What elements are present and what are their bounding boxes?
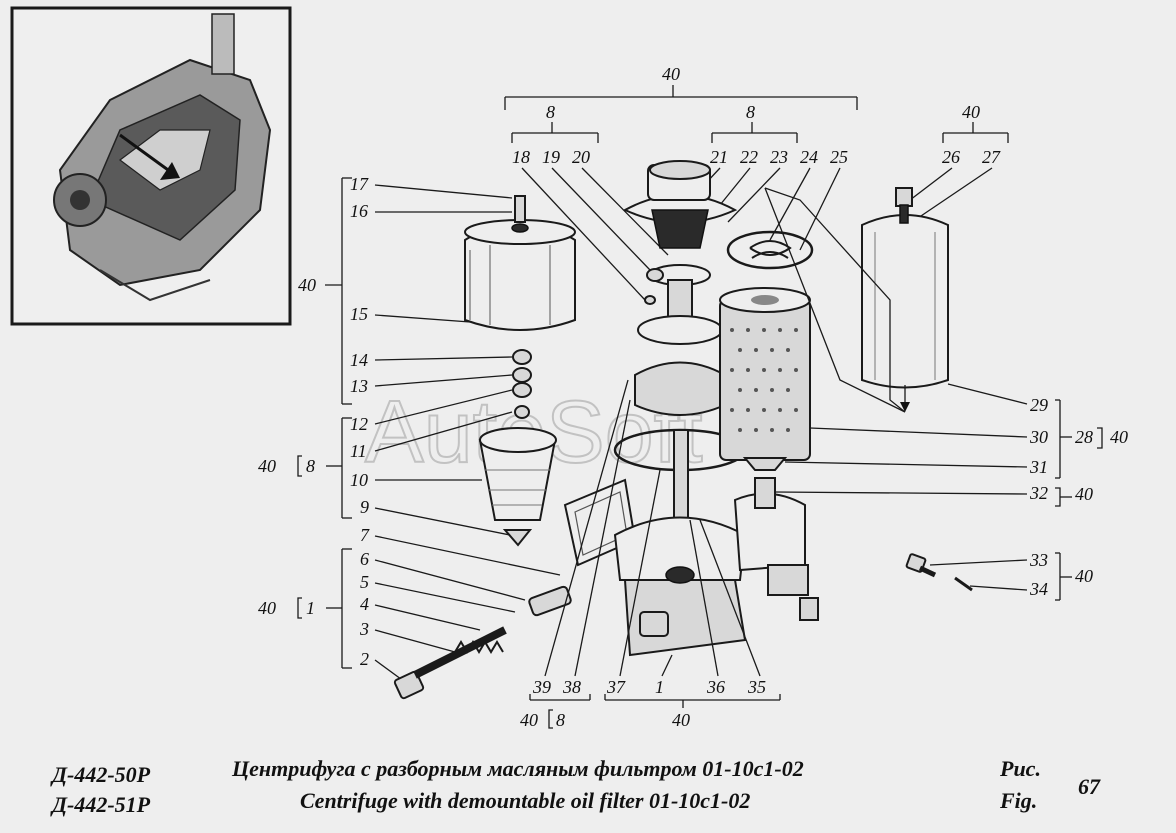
callout-2: 2 [360,649,369,669]
left-labels: 17 16 15 14 13 12 11 10 9 7 6 5 4 3 2 [350,174,370,669]
left-leaders [374,184,561,683]
right-labels: 29 30 31 32 33 34 28 40 40 40 [1029,395,1128,599]
page-number: 67 [1078,774,1101,799]
callout-40-housing: 40 [672,710,690,730]
callout-29: 29 [1030,395,1048,415]
callout-40-cap: 40 [298,275,316,295]
callout-34: 34 [1029,579,1048,599]
callout-40-top: 40 [662,64,680,84]
callout-19: 19 [542,147,560,167]
footer: Д-442-50Р Д-442-51Р Центрифуга с разборн… [50,756,1101,817]
callout-3: 3 [359,619,369,639]
callout-11: 11 [350,441,367,461]
top-labels: 18 19 20 21 22 23 24 25 26 27 [512,147,1001,167]
callout-12: 12 [350,414,368,434]
callout-28: 28 [1075,427,1093,447]
engine-inset [10,6,292,326]
bottom-labels: 39 38 37 1 36 35 40 8 40 [520,677,766,730]
callout-17: 17 [350,174,369,194]
callout-25: 25 [830,147,848,167]
rotor-filter-cup [478,427,557,547]
spring-rings [644,230,814,305]
bottom-leaders [529,379,781,729]
callout-35: 35 [747,677,766,697]
callout-8-gasket: 8 [556,710,565,730]
callout-39: 39 [532,677,551,697]
callout-4: 4 [360,594,369,614]
callout-5: 5 [360,572,369,592]
title-ru: Центрифуга с разборным масляным фильтром… [231,756,804,781]
callout-8-left: 8 [546,102,555,122]
callout-20: 20 [572,147,590,167]
callout-31: 31 [1029,457,1048,477]
callout-24: 24 [800,147,818,167]
right-leaders [774,383,1103,601]
callout-9: 9 [360,497,369,517]
callout-27: 27 [982,147,1001,167]
callout-10: 10 [350,470,368,490]
fig-ru: Рис. [999,756,1041,781]
top-brackets: 40 8 8 40 [504,64,1009,143]
fig-en: Fig. [999,788,1037,813]
callout-1: 1 [655,677,664,697]
callout-13: 13 [350,376,368,396]
callout-40-rotor: 40 [258,456,276,476]
callout-40-valve: 40 [258,598,276,618]
callout-7: 7 [360,525,370,545]
callout-15: 15 [350,304,368,324]
callout-40-33: 40 [1075,566,1093,586]
callout-8-right: 8 [746,102,755,122]
rotor-cap [464,195,576,331]
callout-18: 18 [512,147,530,167]
callout-8-rotor: 8 [306,456,315,476]
filter-canister [861,187,949,412]
callout-40-gasket: 40 [520,710,538,730]
bypass-valve [393,585,572,700]
rotor-rings [512,349,532,419]
callout-30: 30 [1029,427,1048,447]
callout-40-32: 40 [1075,484,1093,504]
flow-path [764,187,906,413]
callout-22: 22 [740,147,758,167]
bolt-33-pin-34 [905,553,973,592]
callout-21: 21 [710,147,728,167]
callout-6: 6 [360,549,369,569]
callout-23: 23 [770,147,788,167]
callout-37: 37 [606,677,626,697]
callout-40-filter: 40 [962,102,980,122]
callout-1-valve: 1 [306,598,315,618]
callout-36: 36 [706,677,725,697]
callout-38: 38 [562,677,581,697]
callout-16: 16 [350,201,368,221]
callout-26: 26 [942,147,960,167]
callout-32: 32 [1029,483,1048,503]
filter-element [719,287,811,471]
callout-40-element: 40 [1110,427,1128,447]
model-1: Д-442-50Р [50,762,151,787]
callout-14: 14 [350,350,368,370]
callout-33: 33 [1029,550,1048,570]
left-brackets: 40 40 8 40 1 [258,177,352,669]
title-en: Centrifuge with demountable oil filter 0… [300,788,750,813]
model-2: Д-442-51Р [50,792,151,817]
